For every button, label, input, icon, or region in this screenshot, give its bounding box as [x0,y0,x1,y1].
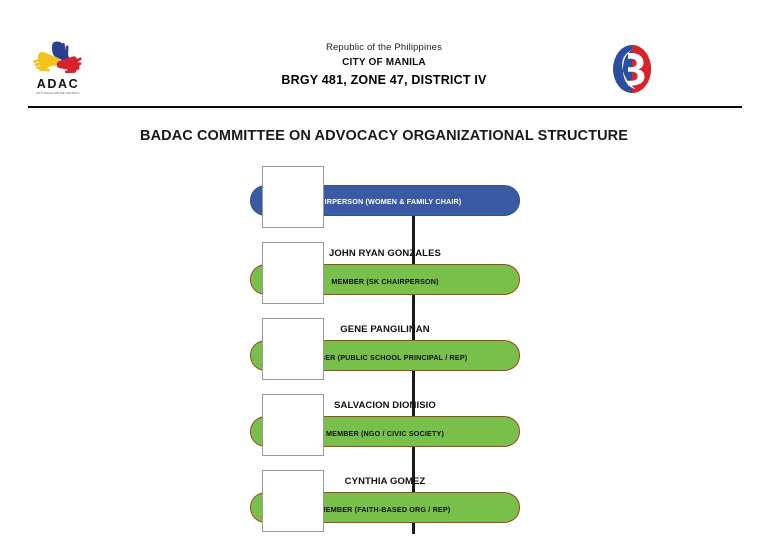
header-text-block: Republic of the Philippines CITY OF MANI… [190,41,578,90]
adac-logo-subtitle: ANTI-DRUG ABUSE COUNCIL [36,91,80,95]
org-node-person-name: CYNTHIA GOMEZ [344,476,426,487]
adac-hands-icon [33,41,82,74]
org-node-role: MEMBER (SK CHAIRPERSON) [331,277,439,286]
org-node-public-school-principal[interactable]: GENE PANGILINAN MEMBER (PUBLIC SCHOOL PR… [0,312,768,388]
org-node-chairperson[interactable]: CHAIRPERSON (WOMEN & FAMILY CHAIR) [0,160,768,236]
org-node-person-name: SALVACION DIONISIO [334,400,436,411]
org-node-role: MEMBER (NGO / CIVIC SOCIETY) [325,429,444,438]
org-node-role: MEMBER (PUBLIC SCHOOL PRINCIPAL / REP) [302,353,468,362]
adac-logo-text: ADAC [36,77,80,91]
header-barangay-line: BRGY 481, ZONE 47, DISTRICT IV [281,73,487,87]
org-node-person-name: JOHN RYAN GONZALES [329,248,441,259]
adac-logo: ADAC ANTI-DRUG ABUSE COUNCIL [24,40,92,98]
org-node-photo-placeholder [262,394,324,456]
org-chart-connector-line [412,212,415,534]
org-node-ngo-civic-society[interactable]: SALVACION DIONISIO MEMBER (NGO / CIVIC S… [0,388,768,464]
org-node-role: MEMBER (FAITH-BASED ORG / REP) [319,505,451,514]
header-republic-line: Republic of the Philippines [325,42,442,53]
org-node-photo-placeholder [262,318,324,380]
header-divider [28,106,742,108]
org-node-person-name: GENE PANGILINAN [340,324,430,335]
letterhead: ADAC ANTI-DRUG ABUSE COUNCIL Republic of… [0,0,768,108]
org-node-photo-placeholder [262,166,324,228]
org-chart: CHAIRPERSON (WOMEN & FAMILY CHAIR) JOHN … [0,160,768,543]
org-node-photo-placeholder [262,470,324,532]
org-node-sk-chairperson[interactable]: JOHN RYAN GONZALES MEMBER (SK CHAIRPERSO… [0,236,768,312]
org-node-role: CHAIRPERSON (WOMEN & FAMILY CHAIR) [308,197,462,206]
org-node-photo-placeholder [262,242,324,304]
org-node-faith-based-org[interactable]: CYNTHIA GOMEZ MEMBER (FAITH-BASED ORG / … [0,464,768,540]
manila-seal-logo [613,45,651,93]
header-city-line: CITY OF MANILA [342,57,426,68]
page-title: BADAC COMMITTEE ON ADVOCACY ORGANIZATION… [140,128,628,144]
